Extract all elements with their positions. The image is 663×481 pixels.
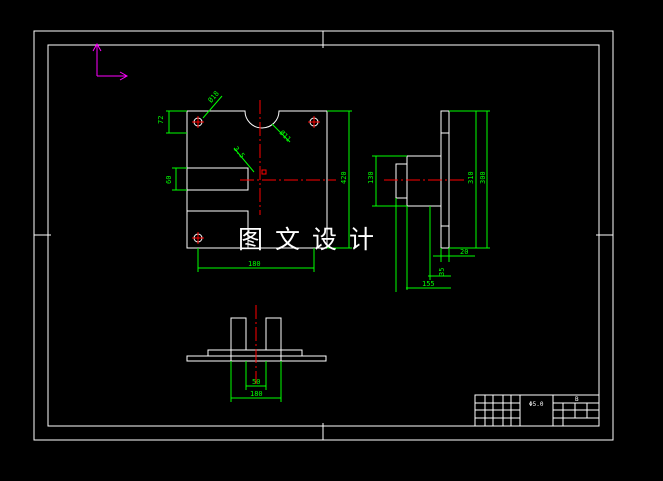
side-dim-155: 155 bbox=[422, 280, 435, 288]
ucs-axis-icon bbox=[92, 42, 129, 81]
front-dim-180: 180 bbox=[248, 260, 261, 268]
top-view: 50 180 bbox=[186, 305, 327, 402]
side-dim-130: 130 bbox=[367, 171, 375, 184]
watermark-text: 图文设计 bbox=[238, 225, 387, 254]
top-dimension-lines bbox=[230, 361, 282, 402]
side-dim-20: 20 bbox=[460, 248, 468, 256]
top-dim-180: 180 bbox=[250, 390, 263, 398]
centering-marks bbox=[34, 31, 613, 440]
front-dim-hole-dia-11: Ø11 bbox=[278, 129, 293, 144]
side-view: 130 310 300 20 35 155 bbox=[367, 110, 490, 292]
front-dim-420: 420 bbox=[340, 171, 348, 184]
front-dim-hole-dia-18: Ø18 bbox=[207, 90, 221, 105]
side-dimension-lines bbox=[372, 110, 490, 292]
side-dim-300: 300 bbox=[479, 171, 487, 184]
front-dim-3-5: 3.5 bbox=[232, 145, 246, 160]
front-view-lower-outline bbox=[186, 211, 240, 249]
title-block bbox=[474, 394, 600, 427]
title-block-top-mark: B bbox=[575, 396, 579, 403]
hole-centers bbox=[192, 116, 320, 244]
title-block-part-name: Φ5.0 bbox=[529, 401, 544, 408]
side-dim-310: 310 bbox=[467, 171, 475, 184]
front-dim-72: 72 bbox=[157, 116, 165, 124]
top-dim-50: 50 bbox=[252, 378, 260, 386]
front-centerlines bbox=[240, 100, 336, 215]
front-view-outline bbox=[186, 110, 328, 249]
side-dim-35: 35 bbox=[438, 268, 446, 276]
front-dim-60: 60 bbox=[165, 176, 173, 184]
front-dimension-lines bbox=[166, 95, 352, 272]
front-view: 72 Ø18 Ø11 3.5 60 420 180 bbox=[157, 90, 352, 272]
front-view-slot bbox=[187, 167, 249, 191]
